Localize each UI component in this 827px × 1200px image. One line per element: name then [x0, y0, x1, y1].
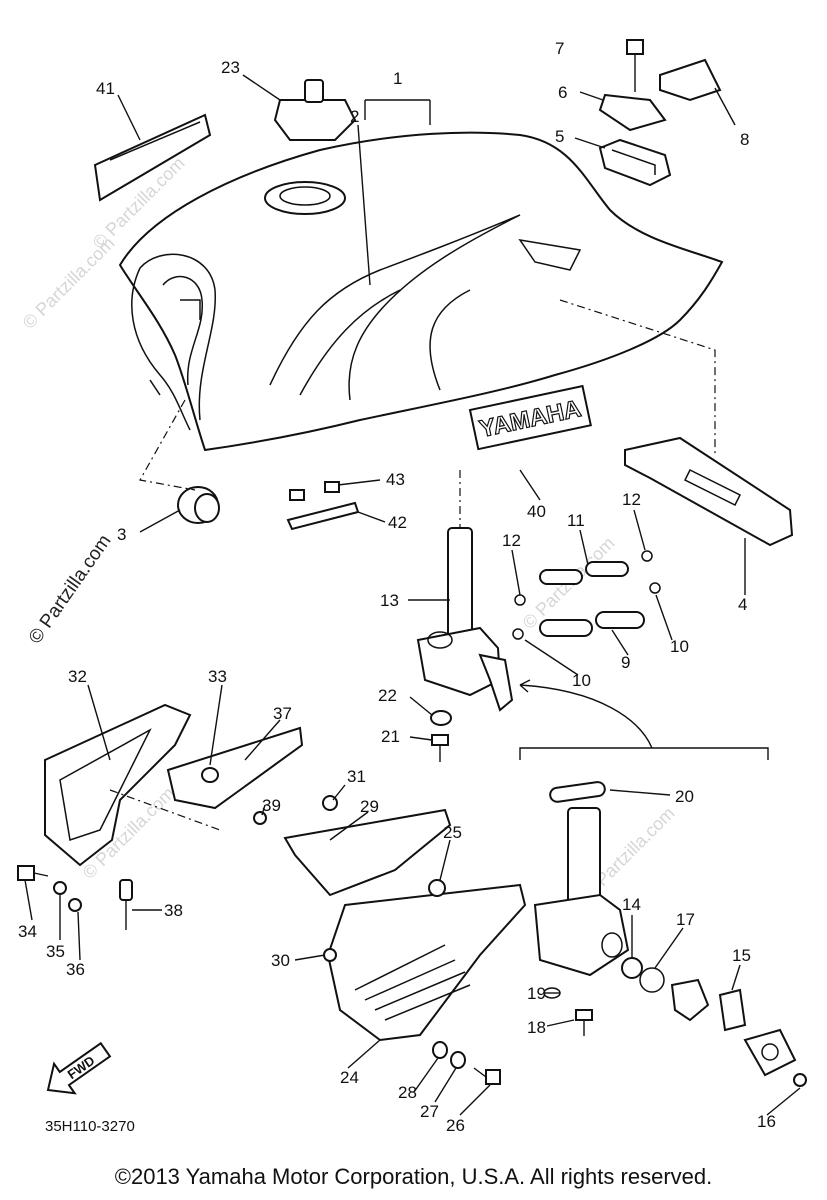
leader-dashlines [109, 299, 716, 831]
callout-16: 16 [757, 1112, 776, 1131]
part-4-rubber [624, 436, 794, 547]
callout-38: 38 [164, 901, 183, 920]
callout-25: 25 [443, 823, 462, 842]
mount-hardware [598, 39, 722, 187]
callout-8: 8 [740, 130, 749, 149]
callout-labels: 1 2 3 4 5 6 7 8 9 10 10 11 12 12 13 14 1… [18, 39, 776, 1135]
callout-24: 24 [340, 1068, 359, 1087]
callout-10b: 10 [572, 671, 591, 690]
callout-9: 9 [621, 653, 630, 672]
callout-13: 13 [380, 591, 399, 610]
callout-10a: 10 [670, 637, 689, 656]
callout-35: 35 [46, 942, 65, 961]
copyright-notice: ©2013 Yamaha Motor Corporation, U.S.A. A… [114, 1164, 713, 1189]
tank-decal: YAMAHA [468, 384, 592, 451]
fwd-arrow: FWD [46, 1041, 112, 1095]
callout-27: 27 [420, 1102, 439, 1121]
callout-37: 37 [273, 704, 292, 723]
fuel-cap-23 [273, 79, 357, 141]
bolt-21-washer-22 [430, 710, 452, 762]
callout-29: 29 [360, 797, 379, 816]
callout-2: 2 [350, 107, 359, 126]
watermark: © Partzilla.com [19, 233, 119, 333]
callout-19: 19 [527, 984, 546, 1003]
callout-30: 30 [271, 951, 290, 970]
part-3-knob [177, 486, 220, 524]
callout-39: 39 [262, 796, 281, 815]
fuel-tank [118, 131, 724, 452]
callout-3: 3 [117, 525, 126, 544]
callout-20: 20 [675, 787, 694, 806]
callout-21: 21 [381, 727, 400, 746]
callout-34: 34 [18, 922, 37, 941]
callout-36: 36 [66, 960, 85, 979]
fasteners [17, 865, 501, 1085]
callout-6: 6 [558, 83, 567, 102]
callout-22: 22 [378, 686, 397, 705]
callout-1: 1 [393, 69, 402, 88]
parts-42-43 [286, 481, 360, 531]
callout-31: 31 [347, 767, 366, 786]
diagram-code: 35H110-3270 [45, 1118, 135, 1135]
callout-17: 17 [676, 910, 695, 929]
callout-4: 4 [738, 595, 747, 614]
side-cover-right [283, 808, 527, 1042]
callout-7: 7 [555, 39, 564, 58]
hoses [512, 550, 661, 640]
callout-32: 32 [68, 667, 87, 686]
callout-12b: 12 [622, 490, 641, 509]
callout-26: 26 [446, 1116, 465, 1135]
callout-11: 11 [567, 511, 585, 530]
callout-15: 15 [732, 946, 751, 965]
petcock-detail [519, 679, 807, 1087]
callout-14: 14 [622, 895, 641, 914]
decal-41 [93, 113, 212, 202]
leader-lines [24, 74, 801, 1116]
side-cover-left [44, 703, 338, 930]
watermark-vertical: © Partzilla.com [25, 531, 116, 648]
callout-33: 33 [208, 667, 227, 686]
callout-43: 43 [386, 470, 405, 489]
fuel-petcock-13 [416, 527, 514, 712]
callout-18: 18 [527, 1018, 546, 1037]
callout-5: 5 [555, 127, 564, 146]
callout-28: 28 [398, 1083, 417, 1102]
callout-42: 42 [388, 513, 407, 532]
callout-40: 40 [527, 502, 546, 521]
callout-12a: 12 [502, 531, 521, 550]
callout-23: 23 [221, 58, 240, 77]
callout-41: 41 [96, 79, 115, 98]
